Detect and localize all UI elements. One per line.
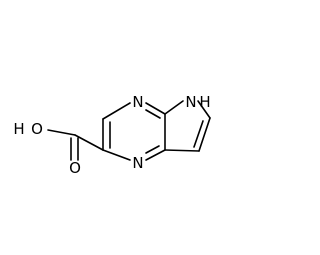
bond-c6-c5-inner (193, 120, 204, 148)
atom-label-pyrrole-h: H (199, 93, 210, 111)
bond-n-top-c7a-inner (145, 109, 161, 119)
atom-label-n-bottom: N (132, 154, 143, 172)
pyrazine-ring (102, 102, 166, 161)
molecule-diagram: N N N H H O O (13, 93, 211, 177)
carboxyl-group (47, 129, 104, 161)
bond-c6-c5 (198, 117, 211, 152)
bond-nh-c6 (197, 100, 211, 119)
atom-label-n-top: N (132, 93, 143, 111)
bond-c4-carboxyl-c (74, 134, 104, 151)
bond-c3a-n-bottom-inner (145, 145, 160, 154)
bond-n-top-c7a (145, 102, 166, 115)
atom-label-hydroxyl-o: O (31, 120, 43, 138)
atom-label-pyrrole-n: N (185, 93, 196, 111)
atom-label-carbonyl-o: O (69, 159, 81, 177)
structure-canvas: N N N H H O O (13, 93, 211, 177)
bond-carboxyl-c-oh (47, 129, 76, 136)
bond-c5-c3a (164, 149, 200, 152)
bond-c3a-n-bottom (145, 149, 166, 161)
bond-c3-n-top (102, 102, 131, 120)
atom-label-hydroxyl-h: H (13, 120, 24, 138)
pyrrole-ring (164, 100, 211, 152)
bond-c7a-nh (164, 100, 184, 115)
bond-n-bottom-c4 (102, 149, 131, 161)
